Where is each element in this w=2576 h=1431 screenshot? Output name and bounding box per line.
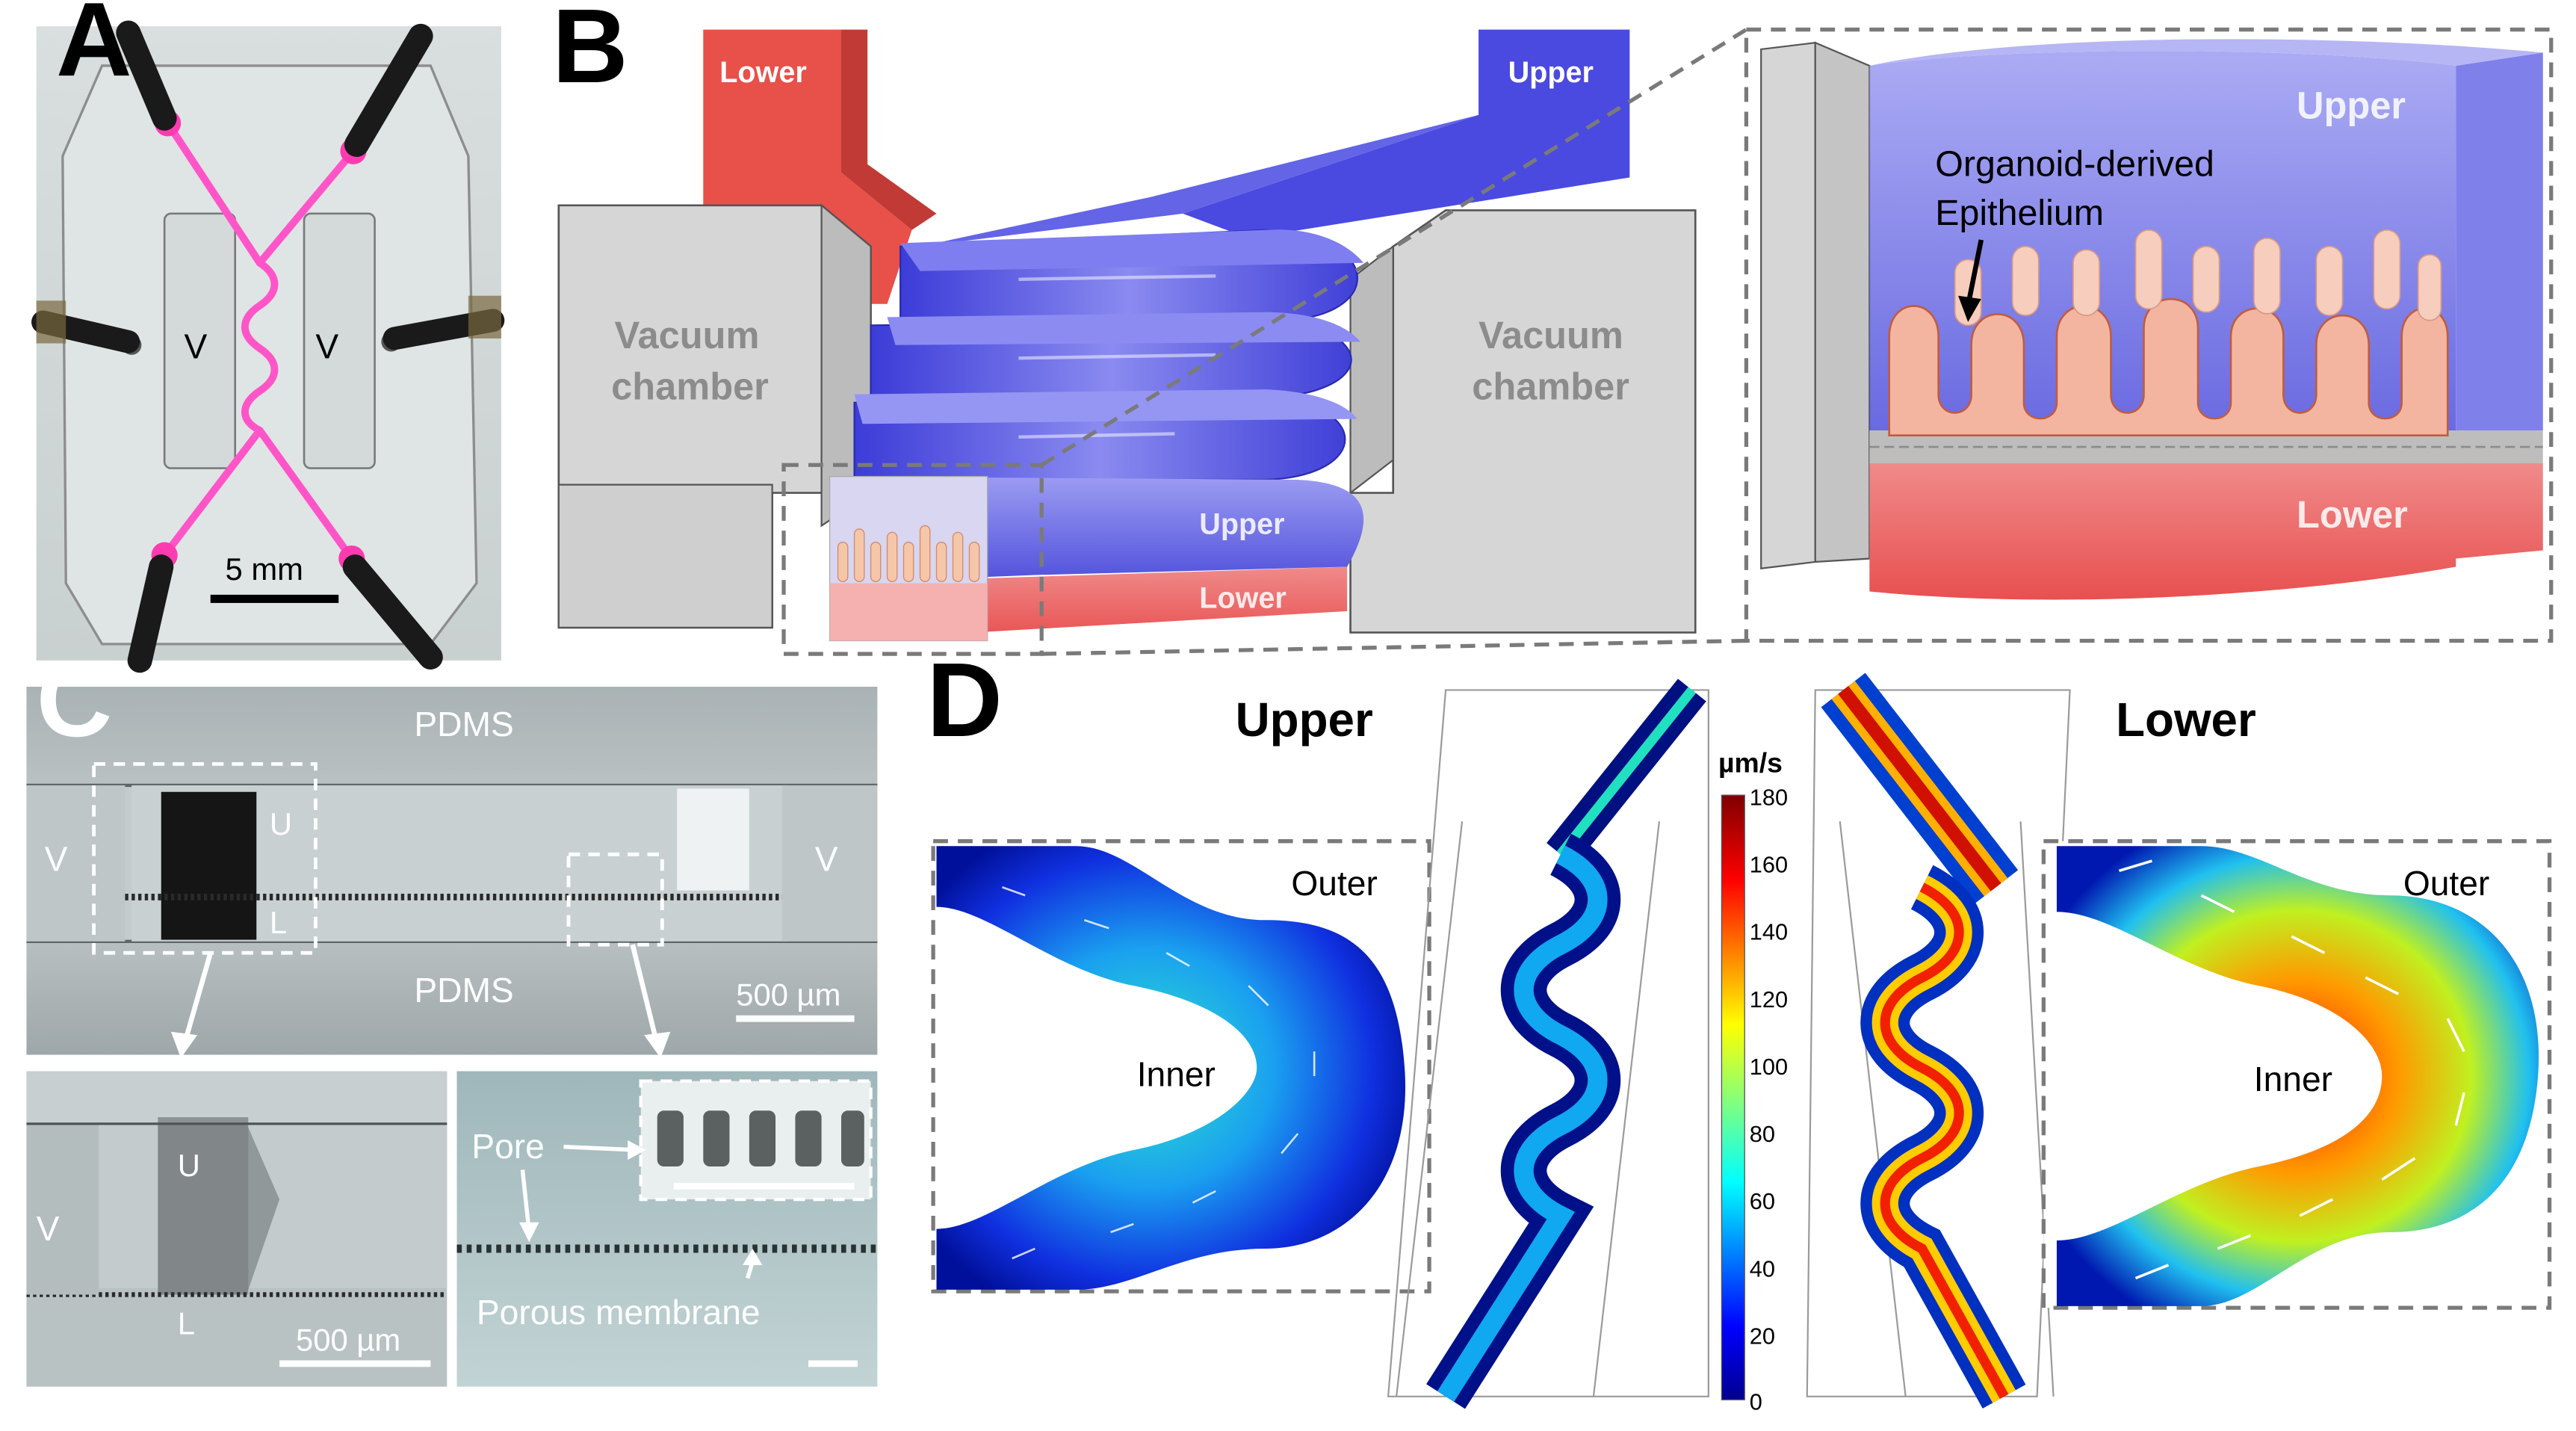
c-v-left: V bbox=[45, 839, 68, 878]
d-lower-device bbox=[1806, 673, 2071, 1409]
d-title-upper: Upper bbox=[1236, 693, 1373, 747]
d-lower-vectors bbox=[2118, 859, 2465, 1280]
d-upper-flow-shape bbox=[936, 846, 1406, 1290]
c-sub2-pore: Pore bbox=[471, 1127, 545, 1166]
b-inset-epithelium-1: Organoid-derived bbox=[1935, 143, 2214, 184]
panel-b-letter: B bbox=[552, 0, 628, 105]
panel-c: C PDMS PDMS V V U L 500 µm V U L 500 µm bbox=[26, 641, 878, 1387]
c-sub1-scale-bar bbox=[279, 1360, 431, 1367]
c-v-right: V bbox=[815, 839, 838, 878]
panel-a-v-left: V bbox=[185, 327, 208, 365]
b-inset: Upper Lower Organoid-derived Epithelium bbox=[1744, 27, 2554, 643]
d-inner-right: Inner bbox=[2254, 1060, 2332, 1098]
colorbar-tick: 80 bbox=[1750, 1121, 1775, 1147]
c-sub1-l: L bbox=[178, 1305, 195, 1341]
c-sub2-inset-scale bbox=[673, 1183, 855, 1190]
colorbar-tick: 40 bbox=[1750, 1255, 1775, 1282]
b-vacuum-left-2: chamber bbox=[611, 365, 769, 407]
d-outer-left: Outer bbox=[1291, 864, 1377, 903]
colorbar-tick: 20 bbox=[1750, 1323, 1775, 1349]
c-sub1-scale: 500 µm bbox=[296, 1322, 400, 1357]
c-bright-inlet bbox=[677, 788, 749, 891]
panel-d: D Upper Lower Outer Inner µm/s 1 bbox=[926, 641, 2552, 1415]
d-outer-right: Outer bbox=[2403, 864, 2489, 903]
b-inset-upper: Upper bbox=[2297, 84, 2406, 126]
c-sub2-scale-bar bbox=[808, 1360, 858, 1367]
colorbar-tick: 60 bbox=[1750, 1188, 1775, 1214]
c-sub1-u: U bbox=[178, 1148, 200, 1183]
d-colorbar bbox=[1721, 794, 1745, 1400]
panel-a-scale-label: 5 mm bbox=[225, 551, 303, 587]
colorbar-tick: 140 bbox=[1750, 919, 1788, 945]
tube-sleeve-right bbox=[468, 295, 501, 339]
b-upper-top: Upper bbox=[1508, 56, 1594, 89]
c-dash-box-right bbox=[566, 852, 664, 947]
panel-c-letter: C bbox=[37, 641, 113, 758]
b-inset-lower: Lower bbox=[2297, 493, 2408, 536]
b-inset-arrow bbox=[1965, 239, 1984, 306]
vacuum-chamber-right bbox=[1349, 209, 1697, 634]
b-inset-villi bbox=[1888, 297, 2449, 436]
d-upper-device bbox=[1387, 679, 1709, 1409]
c-sub1-v: V bbox=[37, 1209, 60, 1248]
b-upper-channel: Upper bbox=[1199, 508, 1284, 541]
c-dark-inlet bbox=[161, 791, 257, 940]
d-inner-left: Inner bbox=[1137, 1054, 1216, 1093]
b-zoom-box bbox=[781, 463, 1044, 656]
colorbar-tick: 180 bbox=[1750, 784, 1788, 810]
b-vacuum-right-2: chamber bbox=[1472, 365, 1629, 407]
tube-sleeve-left bbox=[36, 300, 66, 344]
c-pdms-bottom: PDMS bbox=[414, 971, 513, 1010]
b-lower-channel: Lower bbox=[1199, 581, 1287, 614]
c-scale-main: 500 µm bbox=[736, 977, 840, 1013]
c-u: U bbox=[270, 806, 292, 841]
b-lower-top: Lower bbox=[719, 56, 807, 89]
d-title-lower: Lower bbox=[2116, 693, 2256, 747]
d-colorbar-unit: µm/s bbox=[1718, 747, 1783, 778]
b-vacuum-right-1: Vacuum bbox=[1479, 314, 1623, 356]
b-vacuum-left-1: Vacuum bbox=[615, 314, 760, 356]
b-inset-lower-volume bbox=[1869, 463, 2543, 600]
c-sub2-pores bbox=[657, 1110, 864, 1167]
vacuum-left-cutout bbox=[163, 212, 237, 469]
c-pdms-top: PDMS bbox=[414, 705, 513, 744]
panel-a: A V V 5 mm bbox=[31, 0, 505, 673]
d-upper-vectors bbox=[1001, 886, 1316, 1260]
colorbar-tick: 120 bbox=[1750, 986, 1788, 1013]
d-lower-flow-shape bbox=[2056, 846, 2539, 1306]
colorbar-tick: 100 bbox=[1750, 1054, 1788, 1080]
colorbar-tick: 0 bbox=[1750, 1388, 1762, 1415]
b-inset-epithelium-2: Epithelium bbox=[1935, 193, 2104, 233]
c-sub2-membrane: Porous membrane bbox=[477, 1293, 761, 1332]
b-zoom-line-top bbox=[1040, 28, 1747, 467]
c-scale-bar-main bbox=[736, 1015, 855, 1022]
serpentine-channel bbox=[853, 229, 1364, 481]
panel-a-letter: A bbox=[56, 0, 132, 98]
d-colorbar-ticks: 180 160 140 120 100 80 60 40 20 0 bbox=[1750, 784, 1788, 1415]
panel-b: B bbox=[552, 0, 2554, 656]
panel-a-v-right: V bbox=[315, 327, 338, 365]
c-dash-box-left bbox=[92, 761, 318, 955]
panel-a-scale-bar bbox=[210, 594, 339, 603]
colorbar-tick: 160 bbox=[1750, 851, 1788, 877]
mini-villi bbox=[837, 525, 980, 582]
panel-d-letter: D bbox=[926, 641, 1003, 758]
upper-inlet bbox=[1183, 29, 1630, 238]
pink-channel bbox=[161, 119, 357, 563]
vacuum-right-cutout bbox=[303, 212, 376, 469]
b-zoom-line-bottom bbox=[1041, 638, 1747, 656]
c-l: L bbox=[270, 905, 287, 940]
